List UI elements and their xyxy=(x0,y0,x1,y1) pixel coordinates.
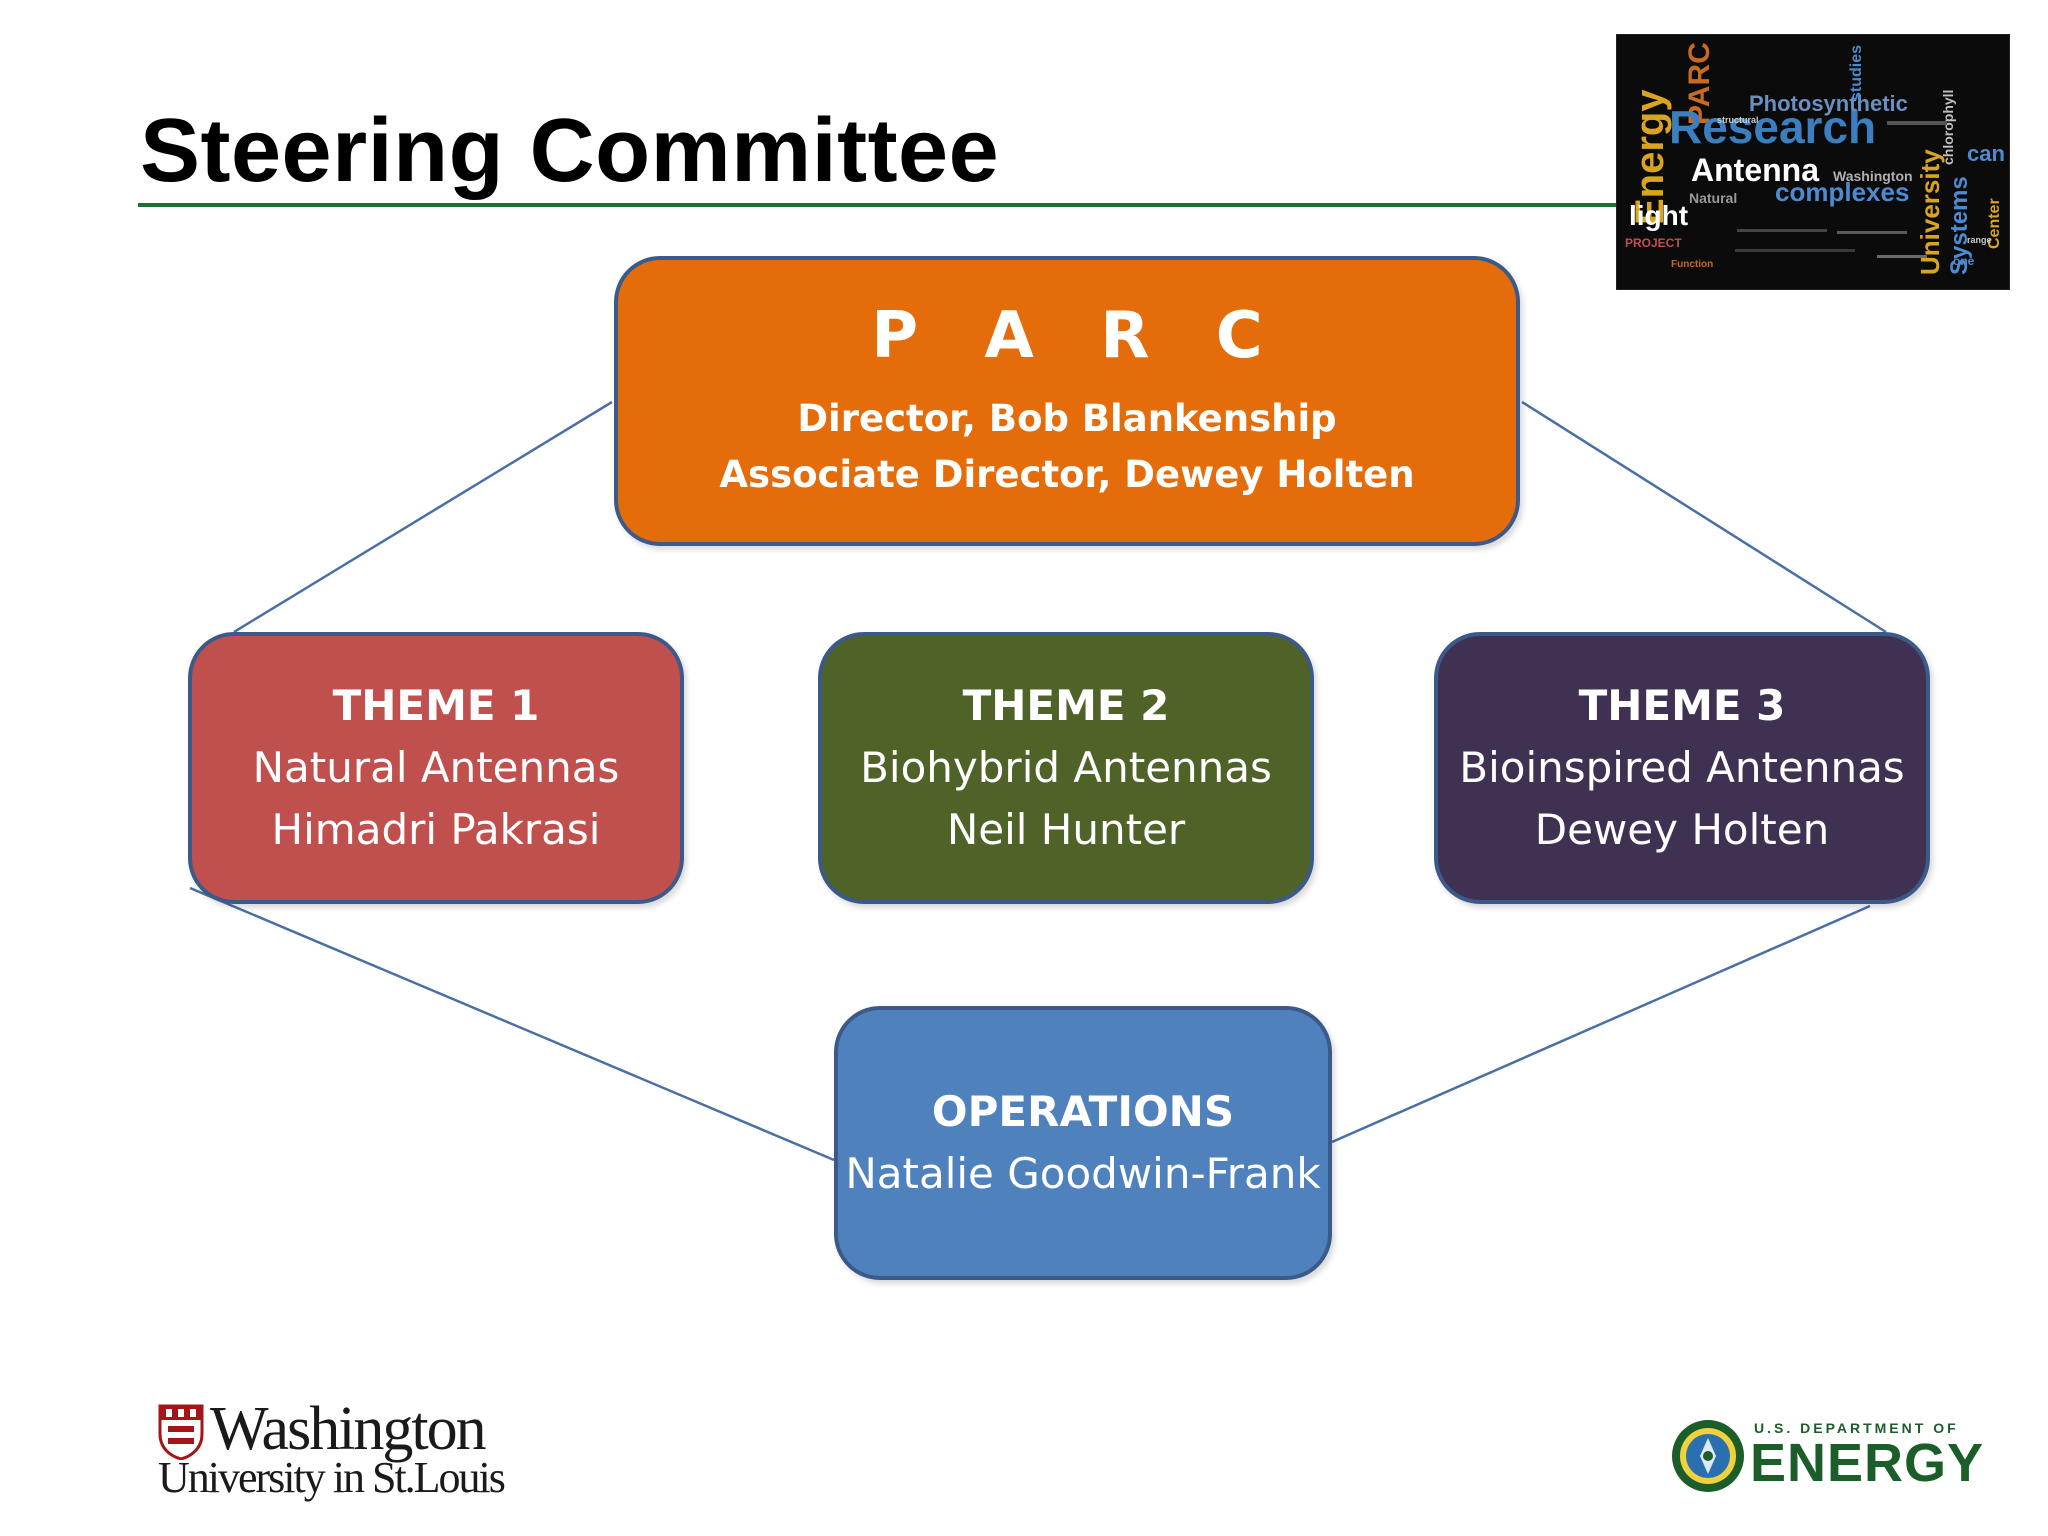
wustl-shield-icon xyxy=(158,1404,204,1460)
parc-associate-director: Associate Director, Dewey Holten xyxy=(719,453,1415,496)
theme-heading: THEME 1 xyxy=(332,681,540,730)
washington-university-logo: Washington University in St.Louis xyxy=(158,1395,506,1508)
theme-lead: Himadri Pakrasi xyxy=(271,805,601,854)
wordcloud-word: range xyxy=(1967,235,1992,245)
wordcloud-word: Function xyxy=(1671,259,1713,270)
theme-3-box: THEME 3 Bioinspired Antennas Dewey Holte… xyxy=(1434,632,1930,904)
wordcloud-word: one xyxy=(1953,254,1975,268)
wordcloud-word: Energy xyxy=(1628,89,1672,225)
wordcloud-word: Systems xyxy=(1946,176,1973,275)
wordcloud-word: PARC xyxy=(1683,42,1716,125)
wustl-name: Washington xyxy=(210,1395,487,1463)
wordcloud-word: studies xyxy=(1848,45,1865,101)
wordcloud-word: University xyxy=(1915,149,1945,275)
theme-heading: THEME 2 xyxy=(962,681,1170,730)
parc-director: Director, Bob Blankenship xyxy=(797,397,1337,440)
wordcloud-word: light xyxy=(1629,200,1688,231)
wordcloud-word: complexes xyxy=(1775,177,1909,207)
operations-box: OPERATIONS Natalie Goodwin-Frank xyxy=(834,1006,1332,1280)
wordcloud-word: chlorophyll xyxy=(1940,90,1956,165)
slide-title: Steering Committee xyxy=(140,101,1000,201)
research-wordcloud-image: Energy PARC Research Antenna Photosynthe… xyxy=(1616,34,2010,290)
theme-2-box: THEME 2 Biohybrid Antennas Neil Hunter xyxy=(818,632,1314,904)
wordcloud-word: PROJECT xyxy=(1625,236,1682,250)
theme-name: Natural Antennas xyxy=(252,743,620,792)
wordcloud-word: Photosynthetic xyxy=(1749,91,1908,116)
theme-name: Bioinspired Antennas xyxy=(1459,743,1905,792)
theme-name: Biohybrid Antennas xyxy=(860,743,1272,792)
doe-big-text: ENERGY xyxy=(1750,1433,1985,1493)
theme-lead: Dewey Holten xyxy=(1534,805,1830,854)
theme-heading: THEME 3 xyxy=(1578,681,1786,730)
wordcloud-word: Antenna xyxy=(1691,152,1819,188)
wordcloud-word: Center xyxy=(1986,198,2003,249)
doe-small-text: U.S. DEPARTMENT OF xyxy=(1754,1420,1959,1436)
wordcloud-word: Natural xyxy=(1689,190,1737,206)
wordcloud-word: can xyxy=(1967,141,2005,166)
theme-1-box: THEME 1 Natural Antennas Himadri Pakrasi xyxy=(188,632,684,904)
doe-seal-icon xyxy=(1672,1420,1744,1492)
wordcloud-word: structural xyxy=(1717,115,1759,125)
wustl-subtitle: University in St.Louis xyxy=(158,1453,506,1502)
doe-logo: U.S. DEPARTMENT OF ENERGY xyxy=(1670,1412,1983,1493)
wordcloud-word: Research xyxy=(1669,101,1876,153)
operations-heading: OPERATIONS xyxy=(931,1087,1235,1136)
operations-lead: Natalie Goodwin-Frank xyxy=(845,1149,1321,1198)
theme-lead: Neil Hunter xyxy=(946,805,1186,854)
title-underline xyxy=(138,203,1618,207)
wordcloud-word: Washington xyxy=(1833,168,1913,184)
parc-box: P A R C Director, Bob Blankenship Associ… xyxy=(614,256,1520,546)
parc-title: P A R C xyxy=(871,299,1285,373)
